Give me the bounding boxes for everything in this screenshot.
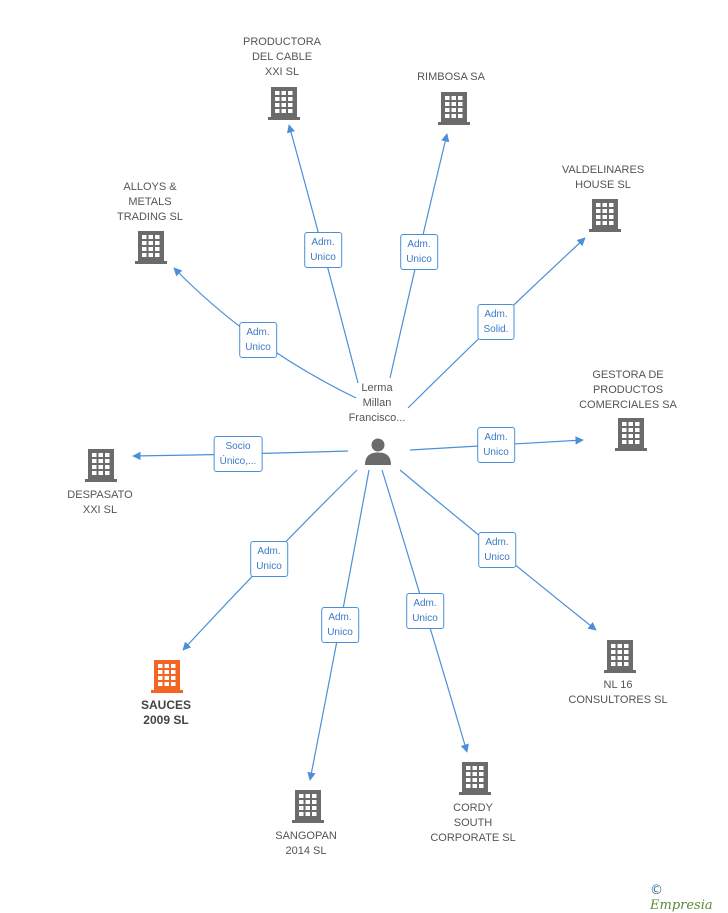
relation-label[interactable]: Adm. Unico (400, 234, 438, 270)
company-name[interactable]: GESTORA DE PRODUCTOS COMERCIALES SA (579, 369, 677, 411)
relation-label[interactable]: Socio Único,... (213, 436, 263, 472)
relation-label[interactable]: Adm. Unico (304, 232, 342, 268)
building-icon[interactable] (268, 86, 300, 125)
company-name[interactable]: PRODUCTORA DEL CABLE XXI SL (242, 36, 322, 78)
building-icon[interactable] (292, 789, 324, 828)
company-name[interactable]: VALDELINARES HOUSE SL (561, 164, 645, 191)
company-name[interactable]: ALLOYS & METALS TRADING SL (116, 181, 184, 223)
building-icon[interactable] (615, 417, 647, 456)
company-name[interactable]: SANGOPAN 2014 SL (275, 830, 337, 857)
building-icon[interactable] (459, 761, 491, 800)
brand-logo: Empresia (650, 898, 713, 913)
building-icon[interactable] (151, 659, 183, 698)
building-icon[interactable] (85, 448, 117, 487)
company-name[interactable]: DESPASATO XXI SL (67, 489, 133, 516)
relation-label[interactable]: Adm. Unico (239, 322, 277, 358)
building-icon[interactable] (438, 91, 470, 130)
copyright-symbol: © (650, 883, 663, 898)
relation-label[interactable]: Adm. Unico (321, 607, 359, 643)
company-name[interactable]: RIMBOSA SA (417, 71, 485, 83)
relation-label[interactable]: Adm. Solid. (477, 304, 515, 340)
building-icon[interactable] (589, 198, 621, 237)
relation-label[interactable]: Adm. Unico (478, 532, 516, 568)
footer-brand: © Empresia (650, 883, 728, 913)
company-name[interactable]: NL 16 CONSULTORES SL (568, 679, 668, 706)
center-person-name[interactable]: Lerma Millan Francisco... (348, 382, 406, 424)
relation-label[interactable]: Adm. Unico (477, 427, 515, 463)
relation-label[interactable]: Adm. Unico (406, 593, 444, 629)
relation-label[interactable]: Adm. Unico (250, 541, 288, 577)
company-name[interactable]: CORDY SOUTH CORPORATE SL (430, 802, 516, 844)
company-name[interactable]: SAUCES 2009 SL (140, 698, 192, 727)
building-icon[interactable] (604, 639, 636, 678)
building-icon[interactable] (135, 230, 167, 269)
person-icon[interactable] (364, 437, 392, 465)
